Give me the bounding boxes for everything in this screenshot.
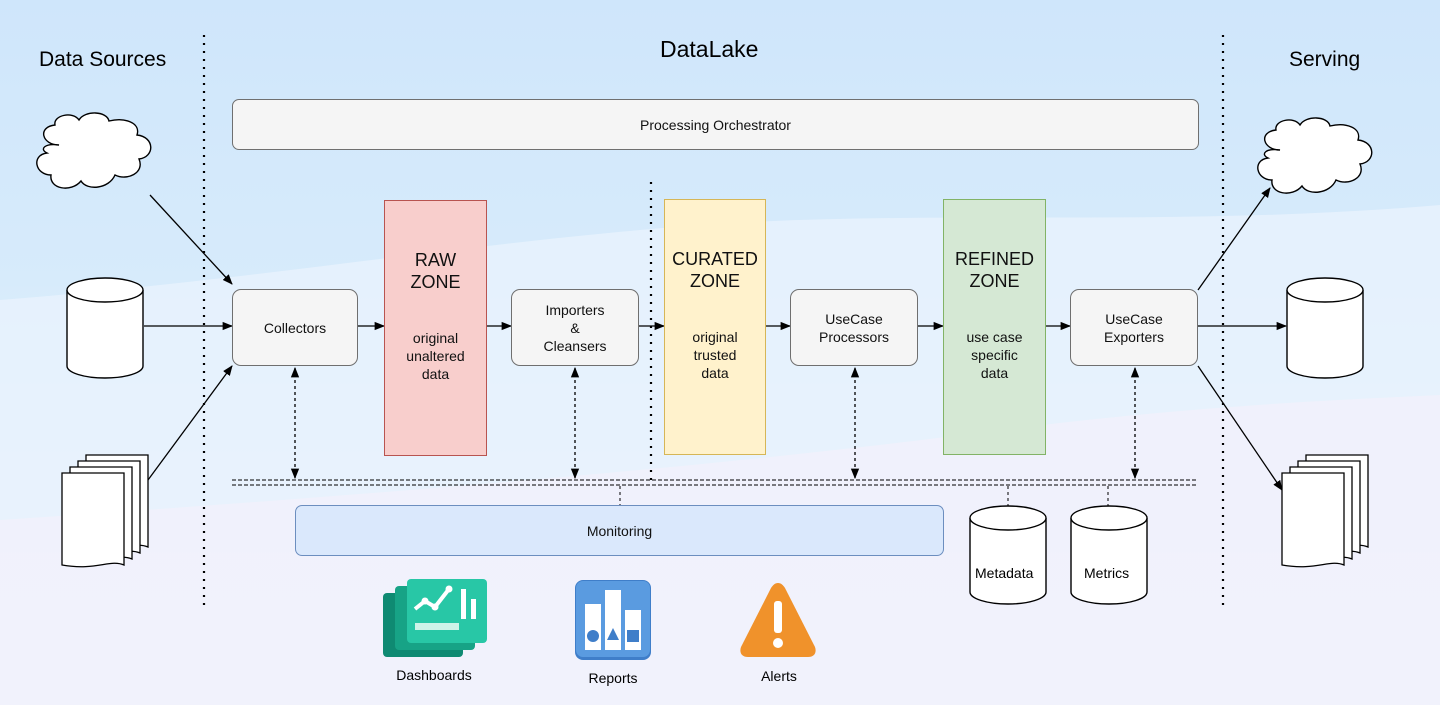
importers-cleansers-box[interactable]: Importers & Cleansers xyxy=(511,289,639,366)
raw-zone-desc-line2: unaltered xyxy=(406,348,465,364)
heading-datalake: DataLake xyxy=(660,36,759,62)
importers-label-line1: Importers xyxy=(545,301,605,318)
heading-data-sources: Data Sources xyxy=(39,48,167,71)
reports-label: Reports xyxy=(588,670,638,686)
curated-zone[interactable]: CURATED ZONE original trusted data xyxy=(664,199,766,455)
database-icon xyxy=(66,277,144,379)
alerts-label: Alerts xyxy=(761,668,797,684)
collectors-label: Collectors xyxy=(263,319,327,336)
cloud-icon xyxy=(36,112,152,189)
metrics-label: Metrics xyxy=(1084,565,1130,581)
raw-zone[interactable]: RAW ZONE original unaltered data xyxy=(384,200,487,456)
importers-label-line2: & xyxy=(570,319,580,336)
serving-database-icon xyxy=(1286,277,1364,379)
monitoring-box[interactable]: Monitoring xyxy=(295,505,944,556)
refined-zone[interactable]: REFINED ZONE use case specific data xyxy=(943,199,1046,455)
exporters-label-line1: UseCase xyxy=(1105,310,1163,327)
refined-zone-title-line1: REFINED xyxy=(954,249,1034,269)
processors-label-line2: Processors xyxy=(818,328,890,345)
heading-serving: Serving xyxy=(1289,48,1361,71)
curated-zone-desc-line1: original xyxy=(692,329,738,345)
dashboards-label: Dashboards xyxy=(396,667,472,683)
curated-zone-desc-line2: trusted xyxy=(693,347,737,363)
orchestrator-label: Processing Orchestrator xyxy=(640,116,791,133)
refined-zone-desc-line2: specific xyxy=(971,347,1018,363)
importers-label-line3: Cleansers xyxy=(543,337,607,354)
arrow-docs-to-collectors xyxy=(147,365,233,481)
curated-zone-desc-line3: data xyxy=(701,365,729,381)
serving-documents-icon xyxy=(1281,454,1369,568)
dashboard-icon xyxy=(383,579,487,657)
metadata-label: Metadata xyxy=(975,565,1034,581)
metadata-database-icon xyxy=(969,505,1047,605)
metrics-database-icon xyxy=(1070,505,1148,605)
raw-zone-title-line2: ZONE xyxy=(410,272,461,292)
raw-zone-desc-line1: original xyxy=(412,330,459,346)
serving-cloud-icon xyxy=(1257,117,1373,194)
refined-zone-desc-line3: data xyxy=(980,365,1009,381)
processors-label-line1: UseCase xyxy=(825,310,883,327)
documents-icon xyxy=(61,454,149,568)
refined-zone-desc-line1: use case xyxy=(966,329,1023,345)
report-icon xyxy=(575,580,651,660)
raw-zone-title-line1: RAW xyxy=(414,250,457,270)
collectors-box[interactable]: Collectors xyxy=(232,289,358,366)
arrow-cloud-to-collectors xyxy=(149,194,233,285)
usecase-exporters-box[interactable]: UseCase Exporters xyxy=(1070,289,1198,366)
arrow-exporters-docs xyxy=(1197,365,1283,491)
refined-zone-title-line2: ZONE xyxy=(969,271,1020,291)
curated-zone-title-line2: ZONE xyxy=(689,271,740,291)
arrow-exporters-cloud xyxy=(1197,187,1271,291)
alert-icon xyxy=(740,583,816,657)
processing-orchestrator[interactable]: Processing Orchestrator xyxy=(232,99,1199,150)
monitoring-label: Monitoring xyxy=(586,522,653,539)
exporters-label-line2: Exporters xyxy=(1104,328,1164,345)
usecase-processors-box[interactable]: UseCase Processors xyxy=(790,289,918,366)
curated-zone-title-line1: CURATED xyxy=(672,249,758,269)
raw-zone-desc-line3: data xyxy=(421,366,450,382)
